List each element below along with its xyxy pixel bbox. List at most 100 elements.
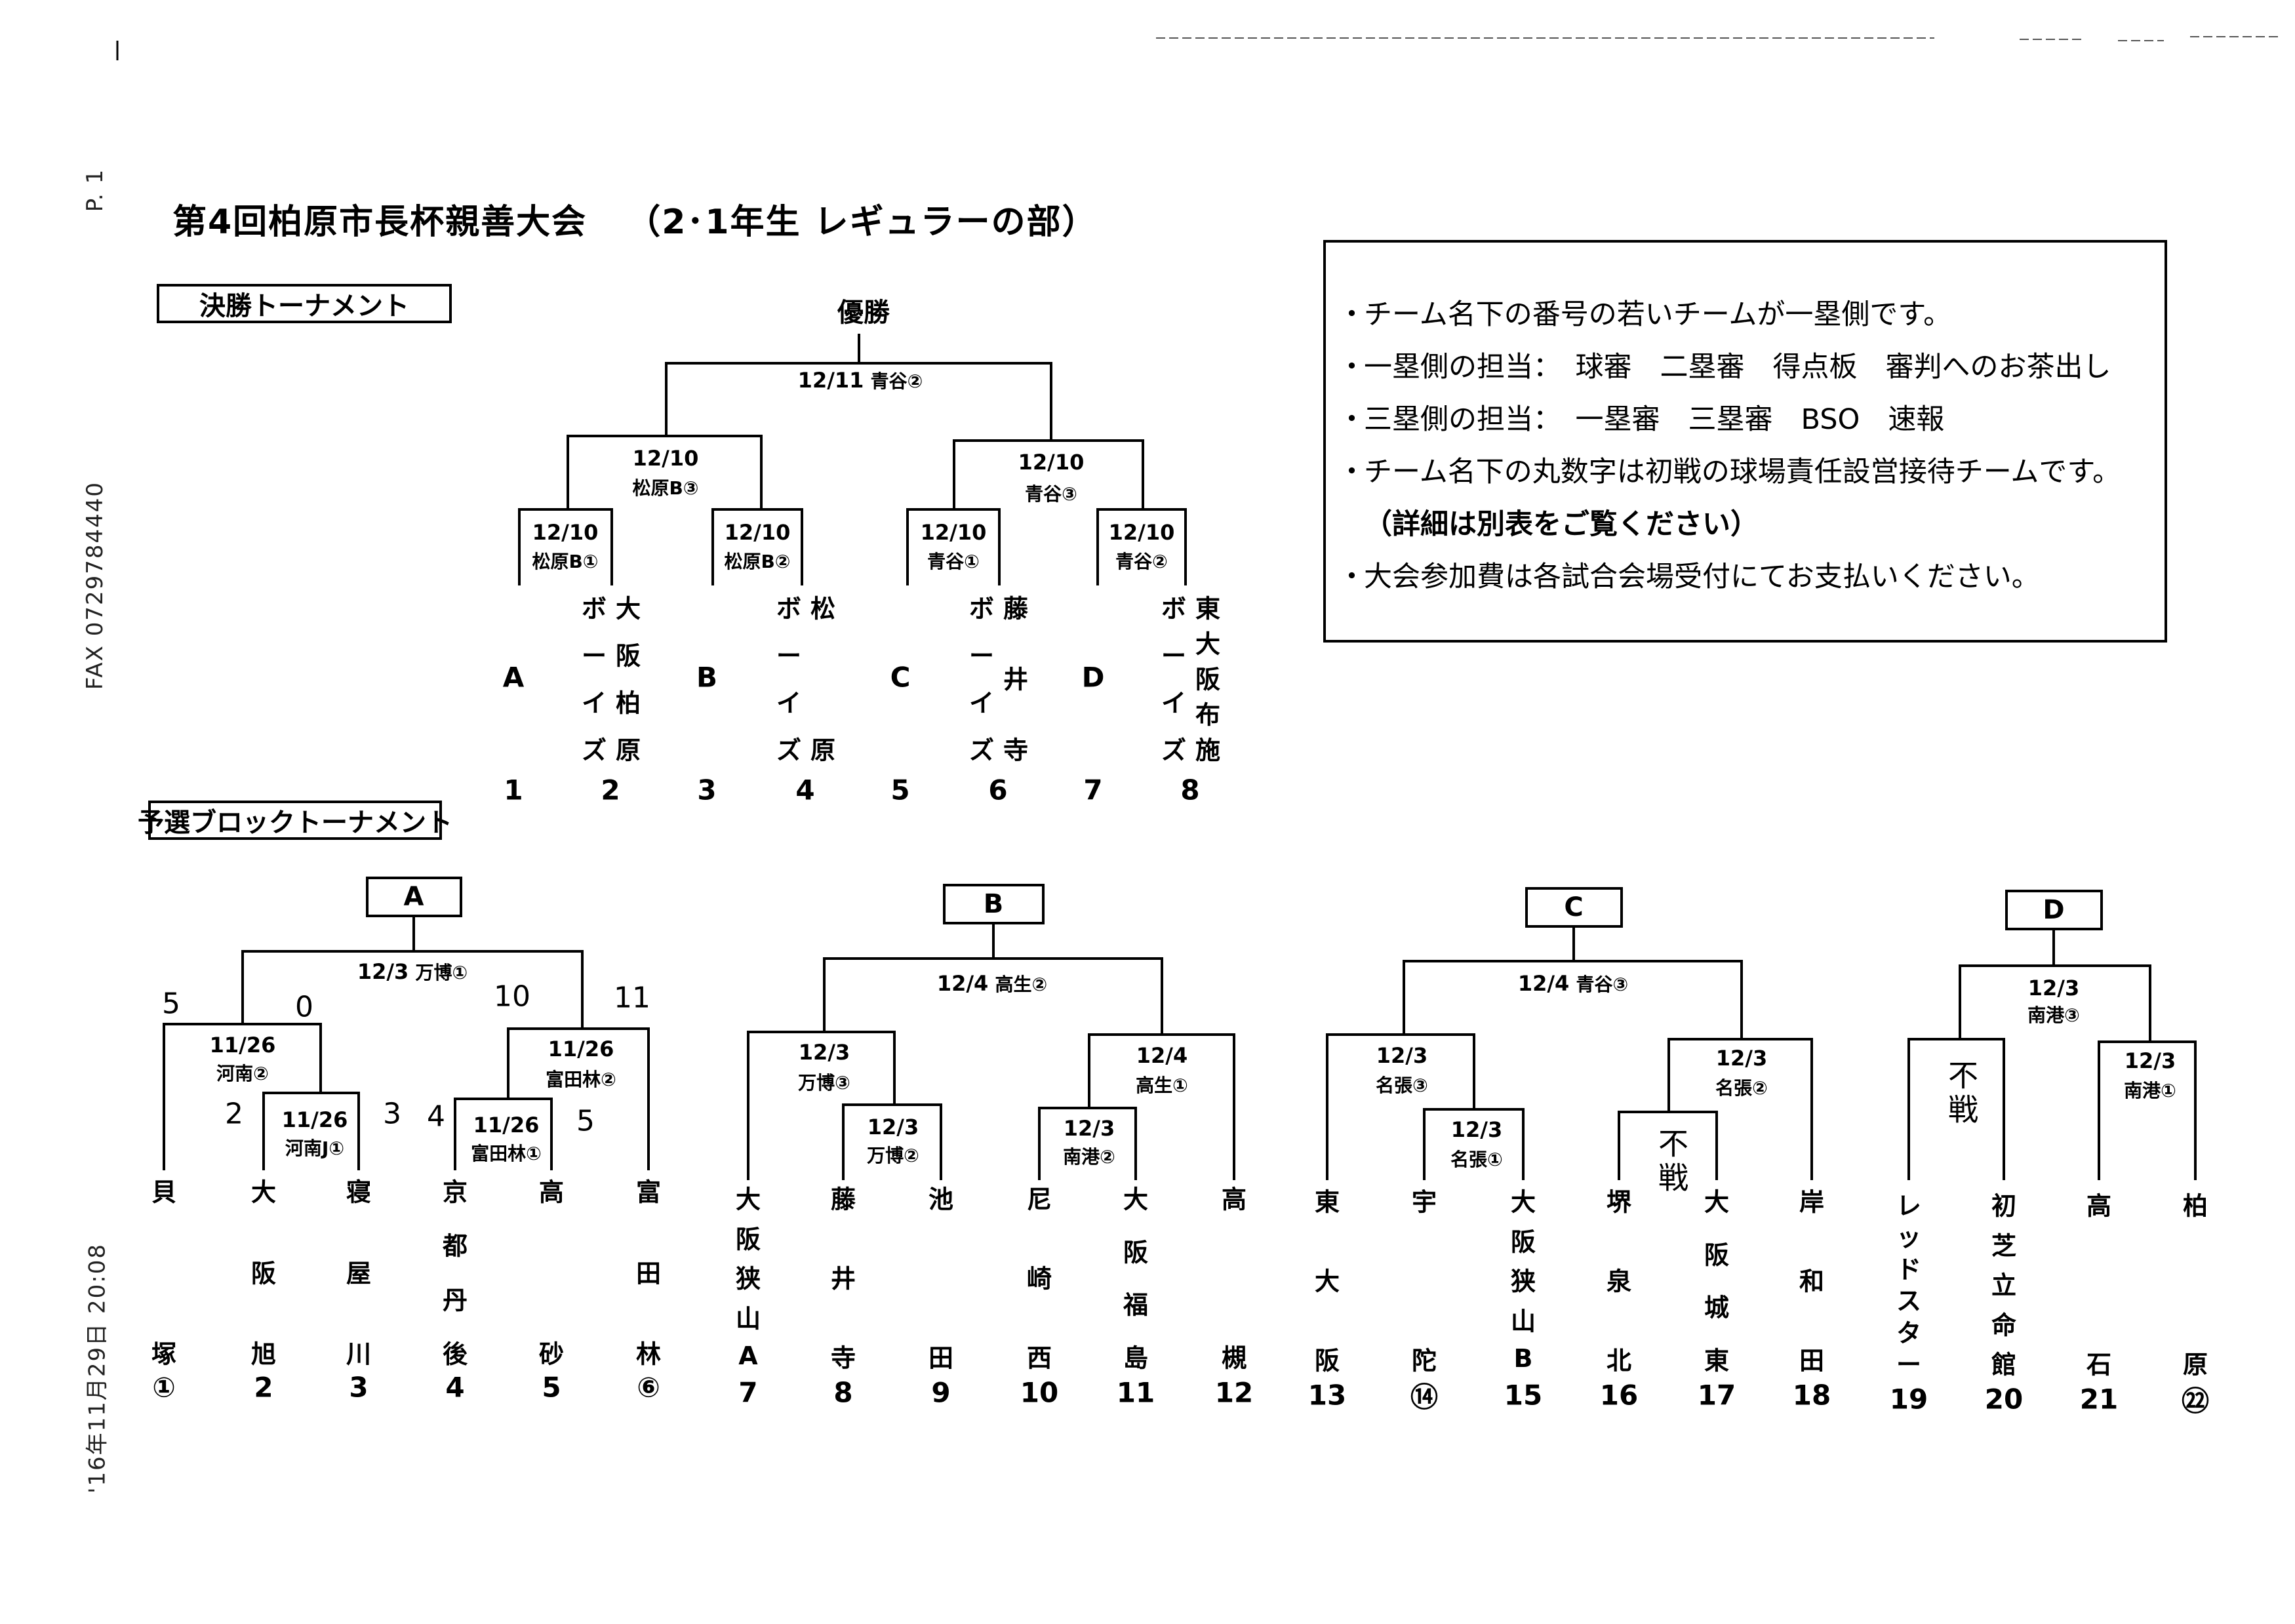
team-name-char: 山: [1510, 1307, 1536, 1336]
slot-team-name-char: 阪: [615, 641, 641, 671]
team-name-char: 大: [1510, 1187, 1536, 1217]
match-date: 12/3: [357, 959, 409, 984]
slot-team-name-char: 布: [1195, 700, 1221, 730]
team-name-char: ー: [1896, 1350, 1922, 1379]
team-name-char: 原: [2182, 1350, 2208, 1379]
team-name-char: 高: [538, 1178, 565, 1207]
fax-datetime: '16年11月29日 20:08: [84, 1243, 111, 1494]
team-name-char: 西: [1026, 1343, 1052, 1373]
match-label: 12/4 青谷③: [1518, 970, 1628, 997]
bullet-icon: [1338, 288, 1364, 341]
fax-page-number: P. 1: [82, 168, 108, 212]
match-date: 12/3: [1715, 1046, 1768, 1071]
slot-team-suffix-char: ズ: [581, 736, 607, 765]
team-name-char: 藤: [830, 1185, 856, 1214]
slot-block-label: D: [1081, 661, 1105, 694]
match-date: 12/3: [2124, 1048, 2176, 1073]
team-name-char: 阪: [1314, 1346, 1340, 1376]
team-name-char: 立: [1991, 1271, 2017, 1300]
slot-team-suffix-char: イ: [581, 688, 607, 718]
prelim-section-box: [148, 801, 442, 840]
team-name-char: 宇: [1411, 1187, 1437, 1217]
match-venue: 名張①: [1450, 1149, 1503, 1170]
team-number: 20: [1984, 1383, 2024, 1416]
team-number: 17: [1697, 1379, 1736, 1412]
score: 10: [494, 980, 530, 1014]
team-name-char: 島: [1123, 1343, 1149, 1373]
match-date: 11/26: [281, 1107, 348, 1132]
team-name-char: 阪: [1704, 1240, 1730, 1270]
team-name-char: 東: [1704, 1346, 1730, 1376]
match-venue: 青谷①: [927, 551, 980, 572]
score: 5: [162, 987, 180, 1021]
match-venue: 富田林②: [546, 1069, 616, 1090]
team-number: 7: [738, 1376, 758, 1409]
match-date: 12/3: [1376, 1043, 1428, 1068]
score: 11: [614, 981, 650, 1015]
final-section-box: [157, 284, 452, 323]
match-date: 11/26: [473, 1113, 540, 1138]
team-name-char: 旭: [250, 1339, 277, 1369]
team-name-char: 陀: [1411, 1346, 1437, 1376]
match-venue: 名張③: [1376, 1075, 1428, 1096]
slot-team-suffix-char: ズ: [1161, 736, 1187, 765]
team-name-char: 後: [442, 1339, 468, 1369]
match-venue: 万博③: [798, 1072, 850, 1094]
team-name-char: 阪: [735, 1225, 761, 1254]
slot-team-suffix-char: イ: [1161, 688, 1187, 718]
team-name-char: レ: [1896, 1191, 1922, 1221]
bye-label: 不戦: [1944, 1060, 1979, 1128]
team-name-char: 福: [1123, 1290, 1149, 1320]
team-name-char: 尼: [1026, 1185, 1052, 1214]
team-name-char: 芝: [1991, 1231, 2017, 1260]
score: 0: [295, 990, 313, 1024]
team-name-char: 寝: [346, 1178, 372, 1207]
match-label: 12/4 高生②: [937, 970, 1047, 997]
team-name-char: 狭: [735, 1264, 761, 1294]
team-number: 10: [1020, 1376, 1059, 1409]
match-venue: 南港②: [1063, 1146, 1115, 1168]
team-number: 9: [931, 1376, 951, 1409]
slot-team-name-char: 原: [810, 736, 836, 765]
match-venue: 青谷②: [1115, 551, 1168, 572]
note-text: チーム名下の番号の若いチームが一塁側です。: [1364, 298, 1952, 331]
team-number: 3: [349, 1371, 369, 1404]
match-date: 12/10: [1018, 450, 1085, 475]
match-venue: 高生①: [1136, 1075, 1188, 1096]
slot-team-suffix-char: イ: [968, 688, 995, 718]
final-match: 12/11 青谷②: [798, 367, 923, 393]
bullet-icon: [1338, 551, 1364, 603]
team-name-char: 田: [635, 1259, 662, 1288]
match-date: 12/10: [920, 520, 987, 545]
team-number: 4: [445, 1371, 465, 1404]
note-line: 大会参加費は各試合会場受付にてお支払いください。: [1338, 551, 2121, 603]
team-name-char: 都: [442, 1231, 468, 1261]
slot-team-suffix-char: ボ: [581, 594, 607, 624]
team-name-char: 大: [250, 1178, 277, 1207]
block-label: C: [1564, 892, 1584, 922]
slot-team-name-char: 原: [615, 736, 641, 765]
slot-team-name-char: 大: [615, 594, 641, 624]
notes-box: [1323, 240, 2167, 643]
match-date: 12/3: [867, 1115, 919, 1139]
slot-number: 7: [1083, 774, 1103, 806]
team-number: ⑭: [1410, 1381, 1439, 1414]
match-venue: 松原B①: [532, 551, 599, 572]
team-number: 15: [1504, 1379, 1543, 1412]
team-name-char: A: [738, 1341, 758, 1370]
team-name-char: 池: [928, 1185, 954, 1214]
team-name-char: 田: [1799, 1346, 1825, 1376]
team-name-char: 堺: [1606, 1187, 1632, 1217]
match-date: 12/3: [1063, 1116, 1115, 1141]
match-venue: 青谷③: [1576, 974, 1629, 995]
team-name-char: 貝: [151, 1178, 177, 1207]
team-name-char: 高: [2086, 1191, 2112, 1221]
title-main: 第4回柏原市長杯親善大会: [172, 203, 588, 242]
slot-block-label: A: [502, 661, 525, 694]
slot-team-suffix-char: ー: [968, 641, 995, 671]
team-name-char: 崎: [1026, 1264, 1052, 1294]
team-name-char: 川: [346, 1339, 372, 1369]
slot-block-label: C: [890, 661, 911, 694]
match-date: 12/10: [532, 520, 599, 545]
